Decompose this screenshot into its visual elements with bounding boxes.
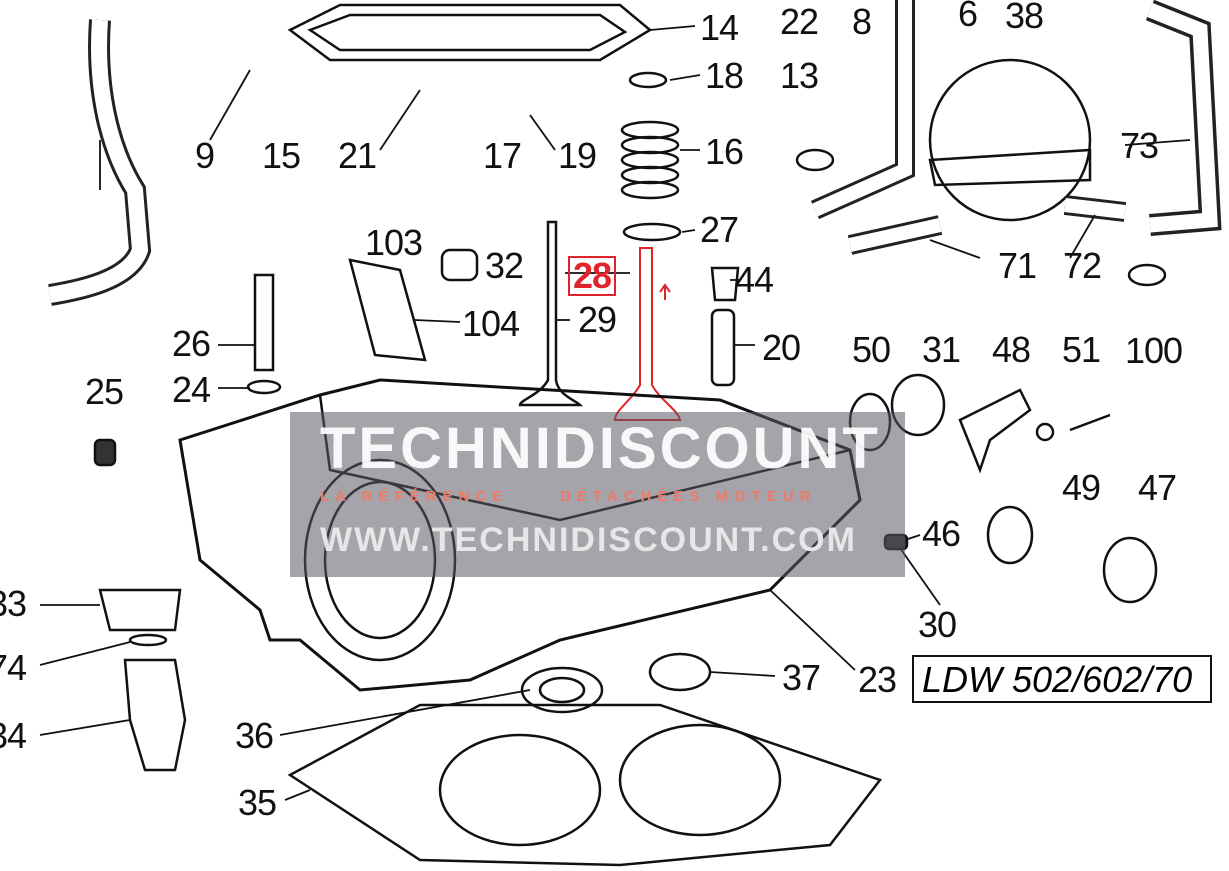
part-label-100: 100 bbox=[1125, 330, 1183, 371]
part-label-28-highlighted[interactable]: 28 bbox=[568, 256, 617, 296]
watermark-tagline-2: DÉTACHÉES MOTEUR bbox=[560, 488, 817, 505]
cylinder-head bbox=[178, 378, 862, 692]
part-label-72: 72 bbox=[1063, 245, 1102, 286]
part-label-35: 35 bbox=[238, 782, 277, 823]
part-label-74: 74 bbox=[0, 647, 27, 688]
watermark-url: WWW.TECHNIDISCOUNT.COM bbox=[320, 521, 857, 559]
part-label-24: 24 bbox=[172, 369, 211, 410]
part-label-16: 16 bbox=[705, 131, 744, 172]
part-label-25: 25 bbox=[85, 371, 124, 412]
part-label-51: 51 bbox=[1062, 329, 1101, 370]
part-label-15: 15 bbox=[262, 135, 301, 176]
part-label-20: 20 bbox=[762, 327, 801, 368]
valve-spring bbox=[620, 120, 680, 200]
part-label-14: 14 bbox=[700, 7, 739, 48]
part-label-26: 26 bbox=[172, 323, 211, 364]
part-label-19: 19 bbox=[558, 135, 597, 176]
part-label-103: 103 bbox=[365, 222, 423, 263]
part-label-17: 17 bbox=[483, 135, 522, 176]
part-label-71: 71 bbox=[998, 245, 1037, 286]
head-gasket bbox=[287, 703, 883, 867]
part-label-34: 34 bbox=[0, 715, 27, 756]
part-label-49: 49 bbox=[1062, 467, 1101, 508]
part-label-38: 38 bbox=[1005, 0, 1044, 36]
part-label-31: 31 bbox=[922, 329, 961, 370]
valve-cover-gasket bbox=[287, 3, 653, 62]
part-label-6: 6 bbox=[958, 0, 978, 34]
part-label-27: 27 bbox=[700, 209, 739, 250]
part-label-50: 50 bbox=[852, 329, 891, 370]
valve-29 bbox=[518, 220, 584, 407]
part-label-29: 29 bbox=[578, 299, 617, 340]
part-label-32: 32 bbox=[485, 245, 524, 286]
part-label-18: 18 bbox=[705, 55, 744, 96]
part-label-33: 33 bbox=[0, 583, 27, 624]
engine-model-label: LDW 502/602/70 bbox=[912, 655, 1212, 703]
watermark-band bbox=[290, 412, 905, 577]
part-label-104: 104 bbox=[462, 303, 520, 344]
part-label-36: 36 bbox=[235, 715, 274, 756]
part-label-22: 22 bbox=[780, 1, 819, 42]
part-label-30: 30 bbox=[918, 604, 957, 645]
part-label-46: 46 bbox=[922, 513, 961, 554]
part-label-44: 44 bbox=[735, 259, 774, 300]
part-label-37: 37 bbox=[782, 657, 821, 698]
watermark-brand: TECHNIDISCOUNT bbox=[320, 416, 881, 481]
part-label-13: 13 bbox=[780, 55, 819, 96]
part-label-23: 23 bbox=[858, 659, 897, 700]
part-label-47: 47 bbox=[1138, 467, 1177, 508]
part-label-9: 9 bbox=[195, 135, 215, 176]
part-label-73: 73 bbox=[1120, 125, 1159, 166]
part-label-48: 48 bbox=[992, 329, 1031, 370]
part-label-8: 8 bbox=[852, 1, 872, 42]
watermark-tagline-1: LA RÉFÉRENCE bbox=[320, 488, 509, 505]
part-label-21: 21 bbox=[338, 135, 377, 176]
